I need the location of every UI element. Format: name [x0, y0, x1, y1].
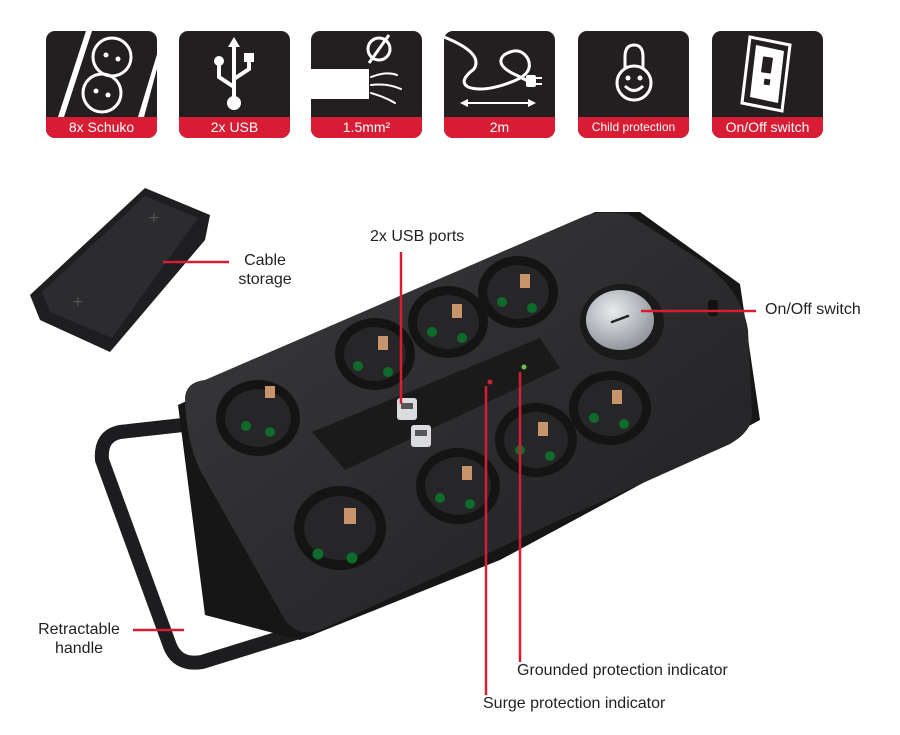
power-button — [580, 284, 664, 360]
schuko-socket — [478, 256, 558, 328]
usb-port — [411, 425, 431, 447]
usb-ports-label: 2x USB ports — [370, 228, 465, 245]
feature-label: 2m — [444, 117, 555, 138]
schuko-socket — [335, 318, 415, 390]
callout-leaders — [133, 252, 756, 695]
label-line: Retractable — [38, 621, 120, 638]
svg-text:+: + — [148, 210, 160, 226]
retractable-handle-label: Retractable handle — [24, 620, 134, 658]
feature-icon-row: 8x Schuko 2x USB — [0, 0, 900, 145]
child-lock-icon — [615, 43, 653, 102]
schuko-socket — [294, 486, 386, 570]
on-off-switch-label: On/Off switch — [765, 301, 861, 318]
schuko-socket — [216, 380, 300, 456]
cable-storage-label: Cable storage — [230, 251, 300, 289]
feature-tile-cable-section: 1.5mm² — [311, 31, 422, 138]
label-line: handle — [54, 640, 104, 657]
schuko-socket — [495, 403, 577, 477]
feature-tile-cable-length: 2m — [444, 31, 555, 138]
cable-plug-icon — [444, 35, 542, 107]
ground-indicator-light — [521, 364, 527, 370]
usb-icon — [214, 37, 254, 110]
power-strip-body — [94, 212, 760, 670]
svg-text:+: + — [72, 294, 84, 310]
cable-storage-lid: + + — [30, 188, 210, 352]
retractable-handle — [94, 415, 315, 670]
surge-indicator-label: Surge protection indicator — [483, 695, 666, 712]
label-line: storage — [238, 271, 292, 288]
feature-label: On/Off switch — [712, 117, 823, 138]
schuko-socket — [569, 371, 651, 445]
feature-label: 1.5mm² — [311, 117, 422, 138]
schuko-socket — [408, 286, 488, 358]
feature-tile-on-off: On/Off switch — [712, 31, 823, 138]
feature-tile-usb: 2x USB — [179, 31, 290, 138]
feature-label: Child protection — [578, 117, 689, 138]
schuko-socket — [416, 448, 500, 524]
feature-tile-schuko: 8x Schuko — [46, 31, 157, 138]
schuko-outlets-icon — [58, 31, 157, 117]
label-line: Cable — [244, 252, 286, 269]
feature-tile-child-protection: Child protection — [578, 31, 689, 138]
surge-indicator-light — [487, 379, 493, 385]
feature-label: 8x Schuko — [46, 117, 157, 138]
cable-cross-section-icon — [311, 34, 402, 104]
feature-label: 2x USB — [179, 117, 290, 138]
power-switch-icon — [740, 35, 792, 113]
usb-panel — [312, 338, 560, 470]
grounded-indicator-label: Grounded protection indicator — [517, 662, 728, 679]
